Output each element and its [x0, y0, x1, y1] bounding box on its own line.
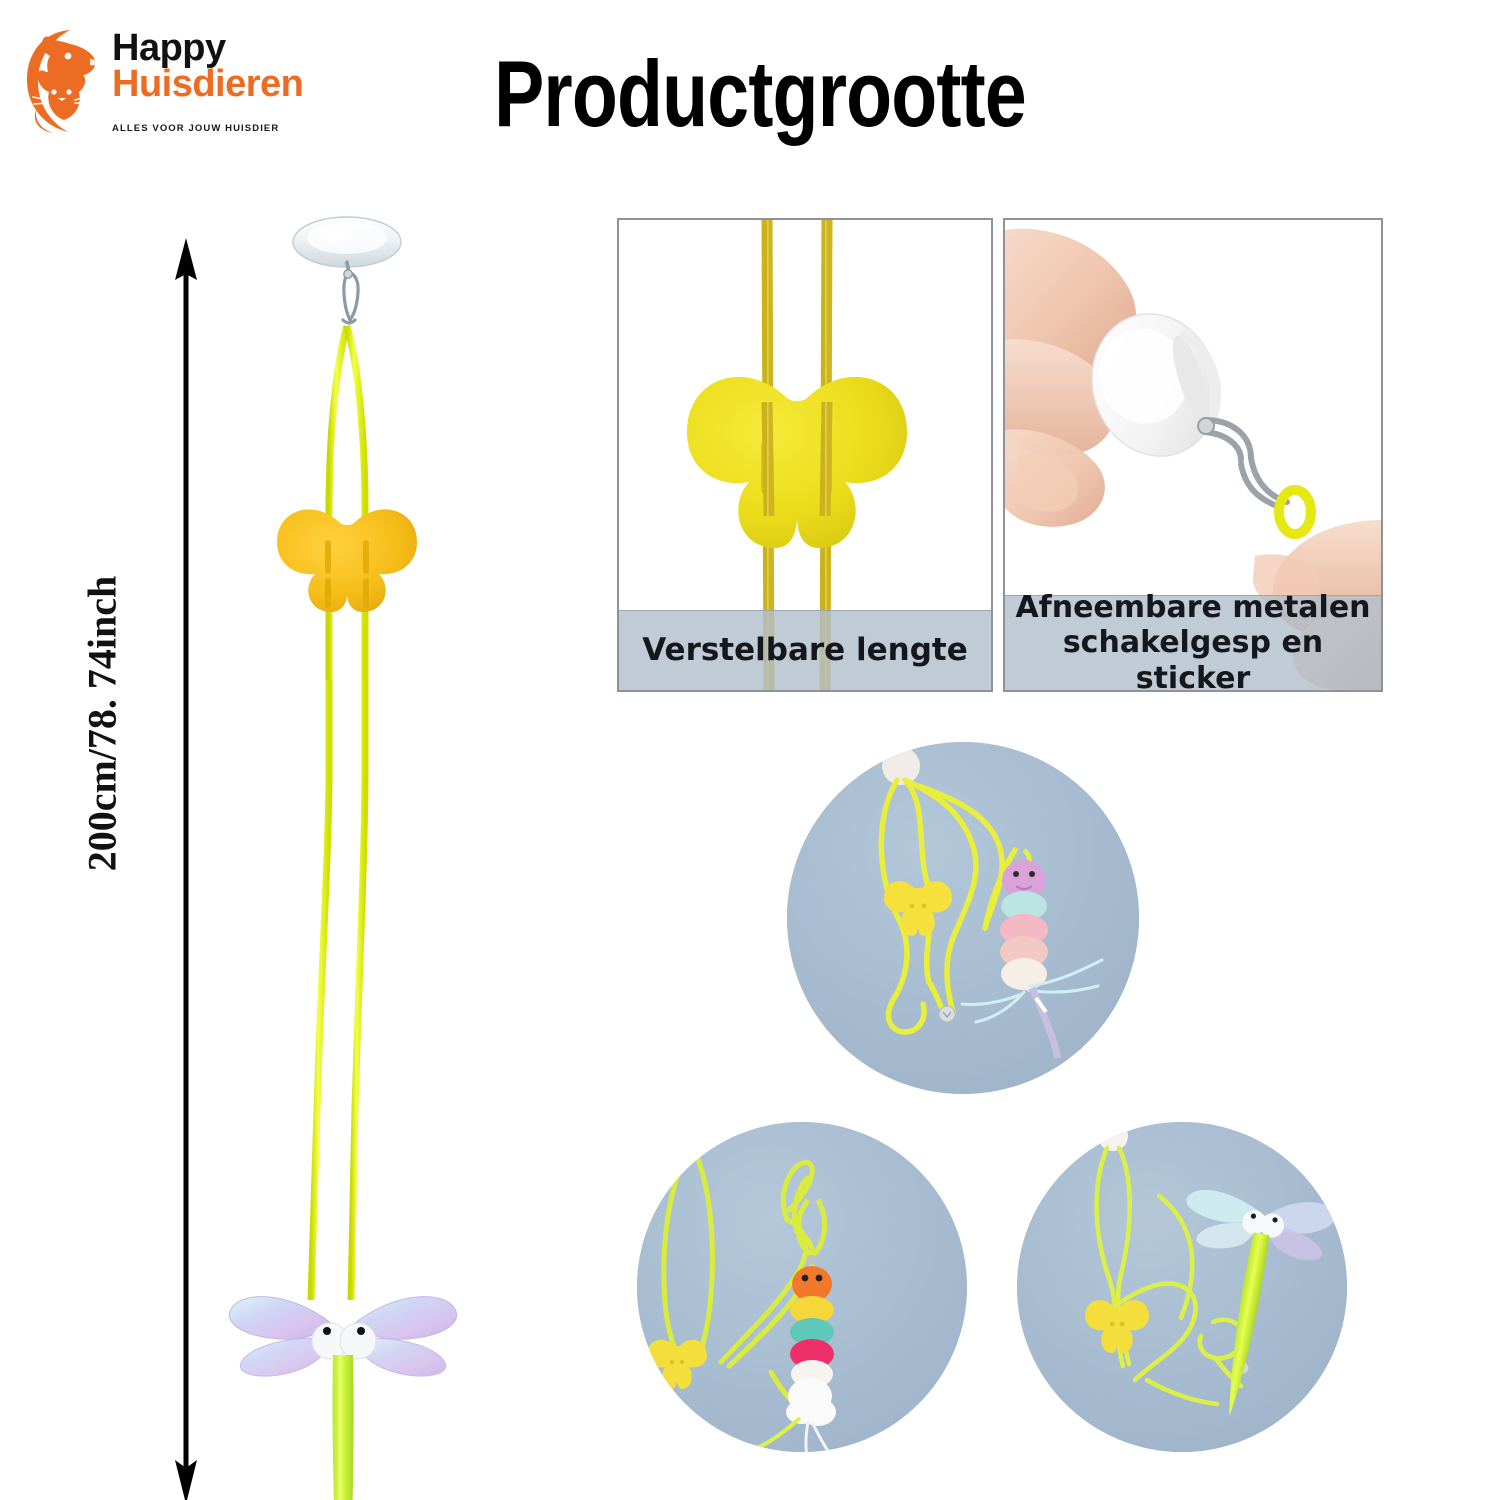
inset-right-caption-line2: schakelgesp en sticker	[1062, 625, 1324, 692]
double-headed-vertical-arrow-icon	[175, 238, 197, 1500]
brand-name-line2: Huisdieren	[112, 63, 304, 106]
page-title: Productgrootte	[494, 41, 1027, 146]
circle-photo-rainbow-caterpillar	[637, 1122, 967, 1452]
rainbow-caterpillar-teaser-photo	[637, 1122, 967, 1452]
inset-adjustable-length: Verstelbare lengte	[617, 218, 993, 692]
circle-photo-pastel-caterpillar	[787, 742, 1139, 1094]
brand-name-line1: Happy	[112, 27, 226, 69]
inset-right-caption-line1: Afneembare metalen	[1015, 589, 1371, 625]
inset-right-caption-band: Afneembare metalen schakelgesp en sticke…	[1005, 590, 1381, 690]
inset-right-caption: Afneembare metalen schakelgesp en sticke…	[1005, 589, 1381, 692]
measurement-tick-icon	[150, 1128, 190, 1144]
pastel-caterpillar-teaser-photo	[787, 742, 1139, 1094]
green-dragonfly-teaser-photo	[1017, 1122, 1347, 1452]
brand-tagline: ALLES VOOR JOUW HUISDIER	[112, 123, 280, 134]
inset-left-caption: Verstelbare lengte	[642, 632, 968, 669]
circle-photo-green-dragonfly	[1017, 1122, 1347, 1452]
inset-left-caption-band: Verstelbare lengte	[619, 610, 991, 690]
inset-detachable-buckle: Afneembare metalen schakelgesp en sticke…	[1003, 218, 1383, 692]
brand-wordmark: Happy Huisdieren	[112, 27, 314, 106]
dog-and-cat-head-icon	[27, 30, 96, 133]
cat-teaser-wand-full-length-photo	[228, 216, 458, 1500]
brand-logo: Happy Huisdieren ALLES VOOR JOUW HUISDIE…	[24, 24, 314, 146]
measurement-label: 200cm/78. 74inch	[79, 575, 125, 872]
